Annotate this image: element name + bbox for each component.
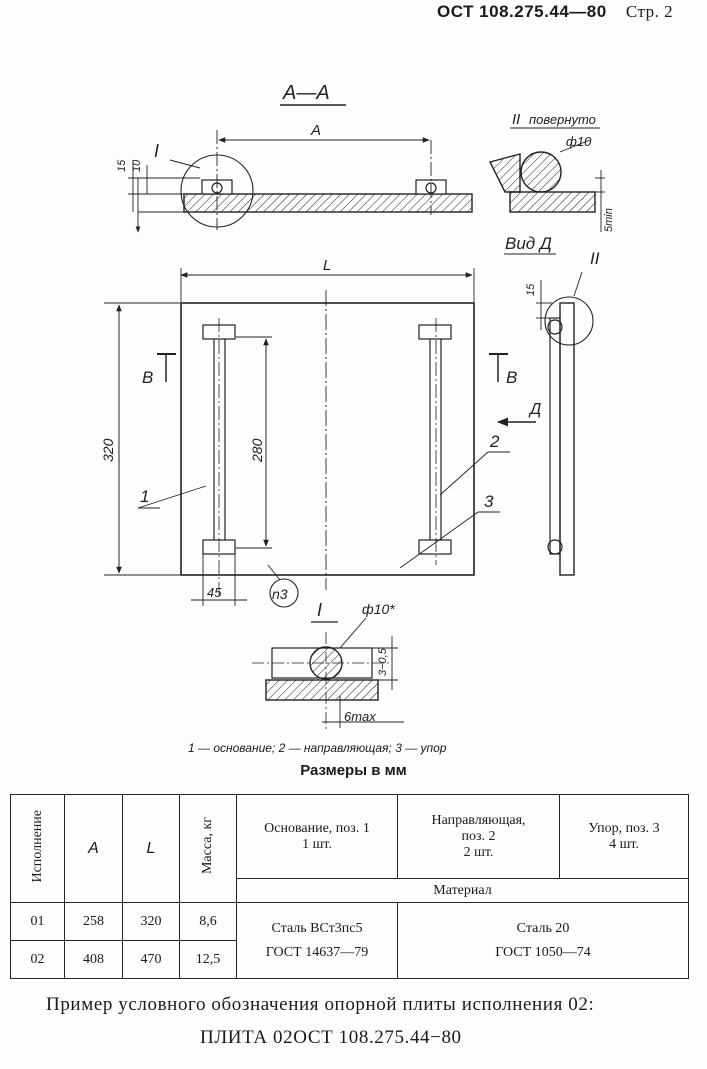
detail-i-view: I ф10* 3−0,5 6max bbox=[252, 600, 404, 730]
plan-view: L 320 280 4 bbox=[100, 257, 541, 608]
dim-3-label: 3−0,5 bbox=[377, 647, 389, 676]
section-aa-label: А—А bbox=[282, 82, 330, 104]
table-row: 02 408 470 12,5 bbox=[10, 940, 689, 979]
designation-example-text: Пример условного обозначения опорной пли… bbox=[46, 994, 595, 1015]
section-b-left-label: В bbox=[142, 368, 153, 387]
phi10-star-label: ф10* bbox=[362, 601, 395, 617]
dimensions-title: Размеры в мм bbox=[300, 762, 407, 779]
position-2-label: 2 bbox=[489, 432, 500, 451]
header-a: A bbox=[64, 794, 123, 903]
detail-ii-label: II bbox=[512, 111, 520, 128]
detail-ii-rod bbox=[520, 151, 562, 193]
n3-label: n3 bbox=[272, 586, 288, 602]
view-d-label: Вид Д bbox=[505, 234, 552, 253]
dim-320-label: 320 bbox=[100, 438, 116, 462]
phi10-label: ф10 bbox=[566, 134, 592, 149]
dim-45-label: 45 bbox=[207, 585, 222, 600]
header-l: L bbox=[122, 794, 180, 903]
detail-ii-note: повернуто bbox=[529, 112, 596, 127]
detail-i-plate bbox=[265, 679, 379, 701]
base-plate-plan bbox=[180, 302, 475, 576]
header-material: Материал bbox=[236, 878, 689, 903]
standard-number: ОСТ 108.275.44—80 bbox=[437, 2, 607, 21]
n3-circle bbox=[269, 578, 299, 608]
parts-legend: 1 — основание; 2 — направляющая; 3 — упо… bbox=[188, 741, 447, 755]
position-1-label: 1 bbox=[140, 487, 149, 506]
dim-l-label: L bbox=[323, 257, 331, 274]
specification-table: Исполнение A L Масса, кг Основание, поз.… bbox=[10, 794, 689, 979]
dim-5min-label: 5min bbox=[603, 208, 615, 232]
section-b-right-label: В bbox=[506, 368, 517, 387]
designation-code: ПЛИТА 02ОСТ 108.275.44−80 bbox=[200, 1027, 462, 1048]
dim-280-label: 280 bbox=[249, 438, 265, 463]
page-number: Стр. 2 bbox=[625, 2, 674, 21]
stop-bottom-right bbox=[418, 539, 452, 555]
dim-10-label: 10 bbox=[131, 159, 143, 172]
detail-ii-plate bbox=[509, 191, 596, 213]
arrow-d-label: Д bbox=[528, 401, 541, 418]
detail-ii-view: II повернуто ф10 5min bbox=[488, 111, 615, 232]
view-d-side: Вид Д II 15 bbox=[504, 234, 600, 576]
dim-15-label: 15 bbox=[116, 159, 128, 172]
callout-i-label: I bbox=[154, 141, 159, 161]
dim-6max-label: 6max bbox=[344, 709, 376, 724]
position-3-label: 3 bbox=[484, 492, 494, 511]
base-plate-section bbox=[183, 193, 473, 213]
page-header: ОСТ 108.275.44—80 Стр. 2 bbox=[437, 2, 673, 22]
side-guide bbox=[549, 317, 561, 555]
view-d-callout-ii: II bbox=[590, 249, 600, 268]
technical-drawing: А—А I A 15 10 II повернуто bbox=[100, 82, 615, 730]
dim-15b-label: 15 bbox=[525, 283, 537, 296]
dim-a-label: A bbox=[310, 122, 321, 139]
header-mass: Масса, кг bbox=[179, 794, 237, 903]
stop-top-right bbox=[418, 324, 452, 340]
header-version: Исполнение bbox=[10, 794, 65, 903]
section-a-a-view: А—А I A 15 10 bbox=[116, 82, 473, 233]
detail-i-label: I bbox=[317, 600, 322, 620]
